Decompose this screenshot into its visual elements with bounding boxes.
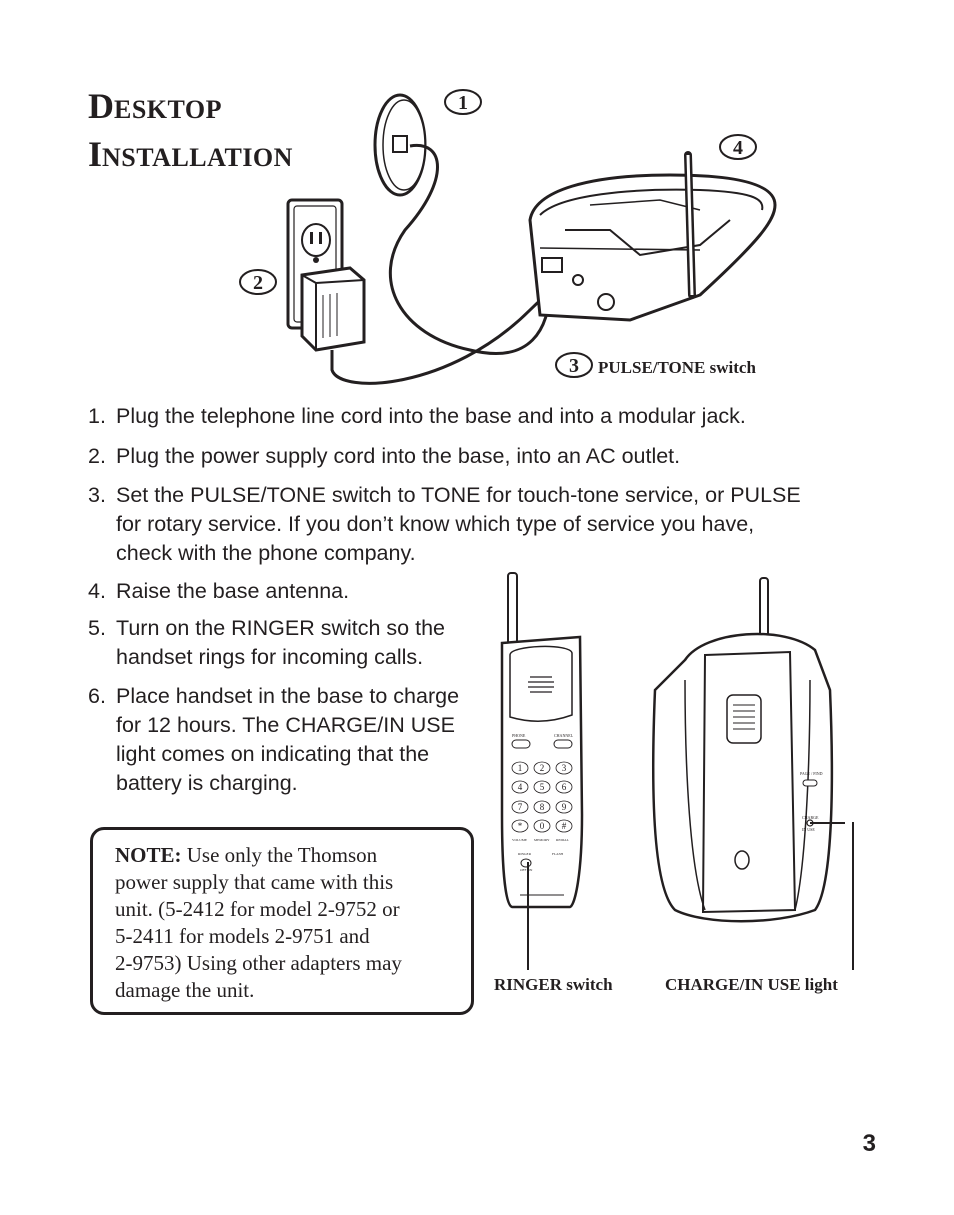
svg-text:2: 2 bbox=[253, 272, 263, 294]
charge-caption: CHARGE/IN USE light bbox=[665, 975, 838, 994]
page-title: DESKTOP INSTALLATION bbox=[88, 86, 293, 174]
svg-text:REDIAL: REDIAL bbox=[556, 838, 569, 842]
svg-text:FLASH: FLASH bbox=[552, 852, 564, 856]
svg-text:6: 6 bbox=[562, 782, 567, 792]
ringer-caption: RINGER switch bbox=[494, 975, 613, 994]
handset-illustration: PHONE CHANNEL 1 2 3 4 5 6 7 8 9 * 0 # VOLUME MEM… bbox=[500, 572, 584, 909]
base-unit bbox=[528, 173, 777, 322]
svg-text:4: 4 bbox=[518, 782, 523, 792]
svg-text:VOLUME: VOLUME bbox=[512, 838, 527, 842]
page-number: 3 bbox=[862, 1130, 876, 1157]
caption-leaders bbox=[527, 822, 854, 970]
note-box: NOTE: Use only the Thomson power supply … bbox=[90, 827, 474, 1015]
svg-text:RINGER: RINGER bbox=[518, 852, 532, 856]
svg-text:1: 1 bbox=[518, 763, 523, 773]
power-cord bbox=[330, 278, 567, 385]
power-adapter bbox=[300, 266, 366, 352]
svg-text:IN USE: IN USE bbox=[802, 827, 815, 832]
wall-jack bbox=[373, 93, 427, 197]
svg-text:PAGE / FIND: PAGE / FIND bbox=[800, 771, 823, 776]
note-label: NOTE: bbox=[115, 843, 182, 867]
line-cord bbox=[388, 143, 552, 356]
pulse-tone-caption: PULSE/TONE switch bbox=[598, 358, 756, 377]
svg-text:3: 3 bbox=[562, 763, 567, 773]
svg-text:5: 5 bbox=[540, 782, 545, 792]
callout-3: 3 bbox=[555, 352, 593, 378]
svg-text:3: 3 bbox=[569, 355, 579, 377]
svg-text:8: 8 bbox=[540, 802, 545, 812]
svg-text:OFF ON: OFF ON bbox=[520, 868, 533, 872]
base-front-illustration: PAGE / FIND CHARGE IN USE bbox=[651, 577, 845, 923]
svg-text:#: # bbox=[562, 821, 567, 831]
callout-4: 4 bbox=[719, 134, 757, 160]
svg-text:MEMORY: MEMORY bbox=[534, 838, 550, 842]
svg-text:4: 4 bbox=[733, 137, 743, 159]
svg-text:9: 9 bbox=[562, 802, 567, 812]
svg-text:CHARGE: CHARGE bbox=[802, 815, 819, 820]
svg-text:*: * bbox=[518, 821, 523, 831]
svg-text:1: 1 bbox=[458, 92, 468, 114]
installation-illustration: 1 2 4 3 bbox=[239, 89, 777, 385]
svg-text:CHANNEL: CHANNEL bbox=[554, 733, 574, 738]
callout-2: 2 bbox=[239, 269, 277, 295]
svg-text:7: 7 bbox=[518, 802, 523, 812]
callout-1: 1 bbox=[444, 89, 482, 115]
svg-text:2: 2 bbox=[540, 763, 545, 773]
svg-text:0: 0 bbox=[540, 821, 545, 831]
svg-text:PHONE: PHONE bbox=[512, 733, 526, 738]
handset-antenna bbox=[507, 572, 518, 649]
